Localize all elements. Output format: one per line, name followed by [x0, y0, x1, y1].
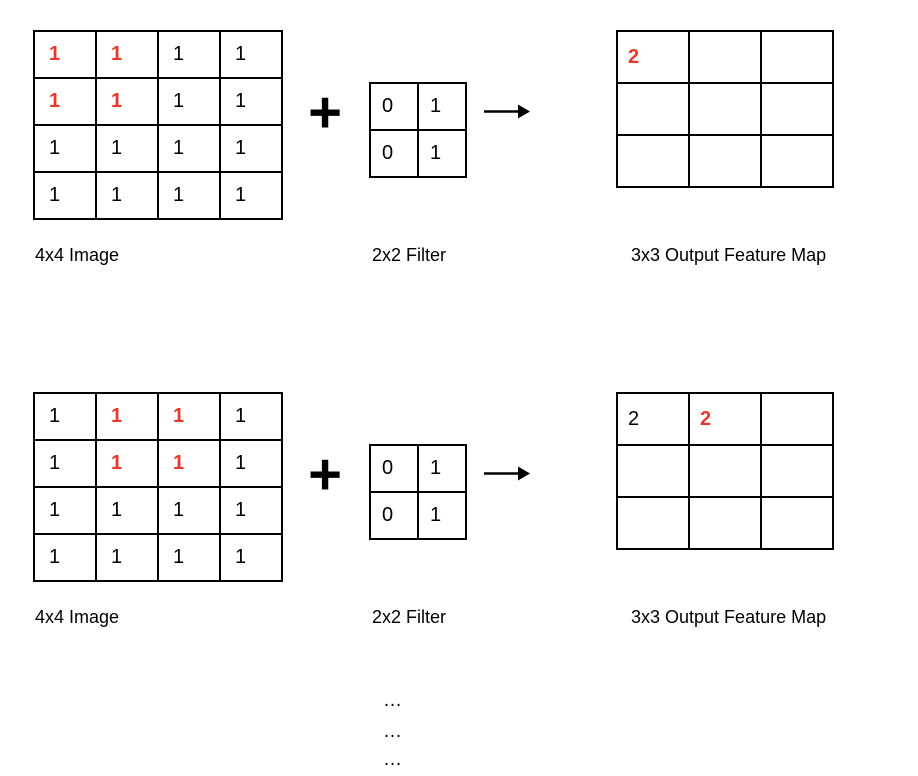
- image-cell: 1: [220, 534, 282, 581]
- output-label: 3x3 Output Feature Map: [631, 245, 827, 265]
- image-cell: 1: [220, 31, 282, 78]
- output-cell: [761, 31, 833, 83]
- filter-cell: 1: [418, 130, 466, 177]
- image-cell: 1: [158, 31, 220, 78]
- image-label: 4x4 Image: [35, 245, 120, 265]
- filter-cell: 1: [418, 83, 466, 130]
- output-cell: [617, 445, 689, 497]
- filter-cell: 0: [370, 445, 418, 492]
- filter-cell: 1: [418, 445, 466, 492]
- output-cell: [689, 445, 761, 497]
- image-cell: 1: [158, 487, 220, 534]
- ellipsis-line: …: [383, 721, 403, 742]
- output-cell: [761, 445, 833, 497]
- image-cell: 1: [34, 172, 96, 219]
- image-cell: 1: [96, 393, 158, 440]
- output-cell: 2: [689, 393, 761, 445]
- filter-cell: 0: [370, 83, 418, 130]
- filter-cell: 1: [418, 492, 466, 539]
- right-arrow-icon: [484, 103, 530, 125]
- filter-cell: 0: [370, 130, 418, 177]
- image-cell: 1: [96, 125, 158, 172]
- image-cell: 1: [96, 534, 158, 581]
- output-cell: [761, 135, 833, 187]
- output-feature-map-grid: 2 2: [616, 392, 834, 550]
- image-cell: 1: [220, 125, 282, 172]
- filter-label: 2x2 Filter: [372, 607, 447, 627]
- image-cell: 1: [34, 78, 96, 125]
- output-cell: 2: [617, 31, 689, 83]
- image-cell: 1: [96, 440, 158, 487]
- right-arrow-icon: [484, 465, 530, 487]
- image-cell: 1: [96, 487, 158, 534]
- image-cell: 1: [34, 393, 96, 440]
- image-cell: 1: [220, 172, 282, 219]
- filter-label: 2x2 Filter: [372, 245, 447, 265]
- output-cell: 2: [617, 393, 689, 445]
- filter-cell: 0: [370, 492, 418, 539]
- output-feature-map-grid: 2: [616, 30, 834, 188]
- image-cell: 1: [158, 125, 220, 172]
- output-cell: [617, 497, 689, 549]
- image-cell: 1: [34, 125, 96, 172]
- input-image-grid: 1 1 1 1 1 1 1 1 1 1 1 1 1 1 1 1: [33, 392, 283, 582]
- filter-grid: 0 1 0 1: [369, 82, 467, 178]
- plus-operator: +: [308, 80, 342, 145]
- output-cell: [689, 31, 761, 83]
- image-cell: 1: [96, 31, 158, 78]
- image-cell: 1: [220, 393, 282, 440]
- image-cell: 1: [158, 393, 220, 440]
- image-label: 4x4 Image: [35, 607, 120, 627]
- ellipsis-line: …: [383, 749, 403, 770]
- output-cell: [689, 497, 761, 549]
- output-cell: [689, 135, 761, 187]
- output-label: 3x3 Output Feature Map: [631, 607, 827, 627]
- output-cell: [617, 135, 689, 187]
- image-cell: 1: [220, 440, 282, 487]
- image-cell: 1: [34, 31, 96, 78]
- ellipsis-line: …: [383, 690, 403, 711]
- image-cell: 1: [220, 78, 282, 125]
- image-cell: 1: [34, 487, 96, 534]
- image-cell: 1: [96, 78, 158, 125]
- image-cell: 1: [96, 172, 158, 219]
- image-cell: 1: [158, 440, 220, 487]
- image-cell: 1: [34, 534, 96, 581]
- output-cell: [761, 497, 833, 549]
- input-image-grid: 1 1 1 1 1 1 1 1 1 1 1 1 1 1 1 1: [33, 30, 283, 220]
- filter-grid: 0 1 0 1: [369, 444, 467, 540]
- output-cell: [689, 83, 761, 135]
- image-cell: 1: [158, 172, 220, 219]
- output-cell: [761, 83, 833, 135]
- plus-operator: +: [308, 442, 342, 507]
- output-cell: [617, 83, 689, 135]
- output-cell: [761, 393, 833, 445]
- image-cell: 1: [220, 487, 282, 534]
- image-cell: 1: [158, 78, 220, 125]
- image-cell: 1: [158, 534, 220, 581]
- image-cell: 1: [34, 440, 96, 487]
